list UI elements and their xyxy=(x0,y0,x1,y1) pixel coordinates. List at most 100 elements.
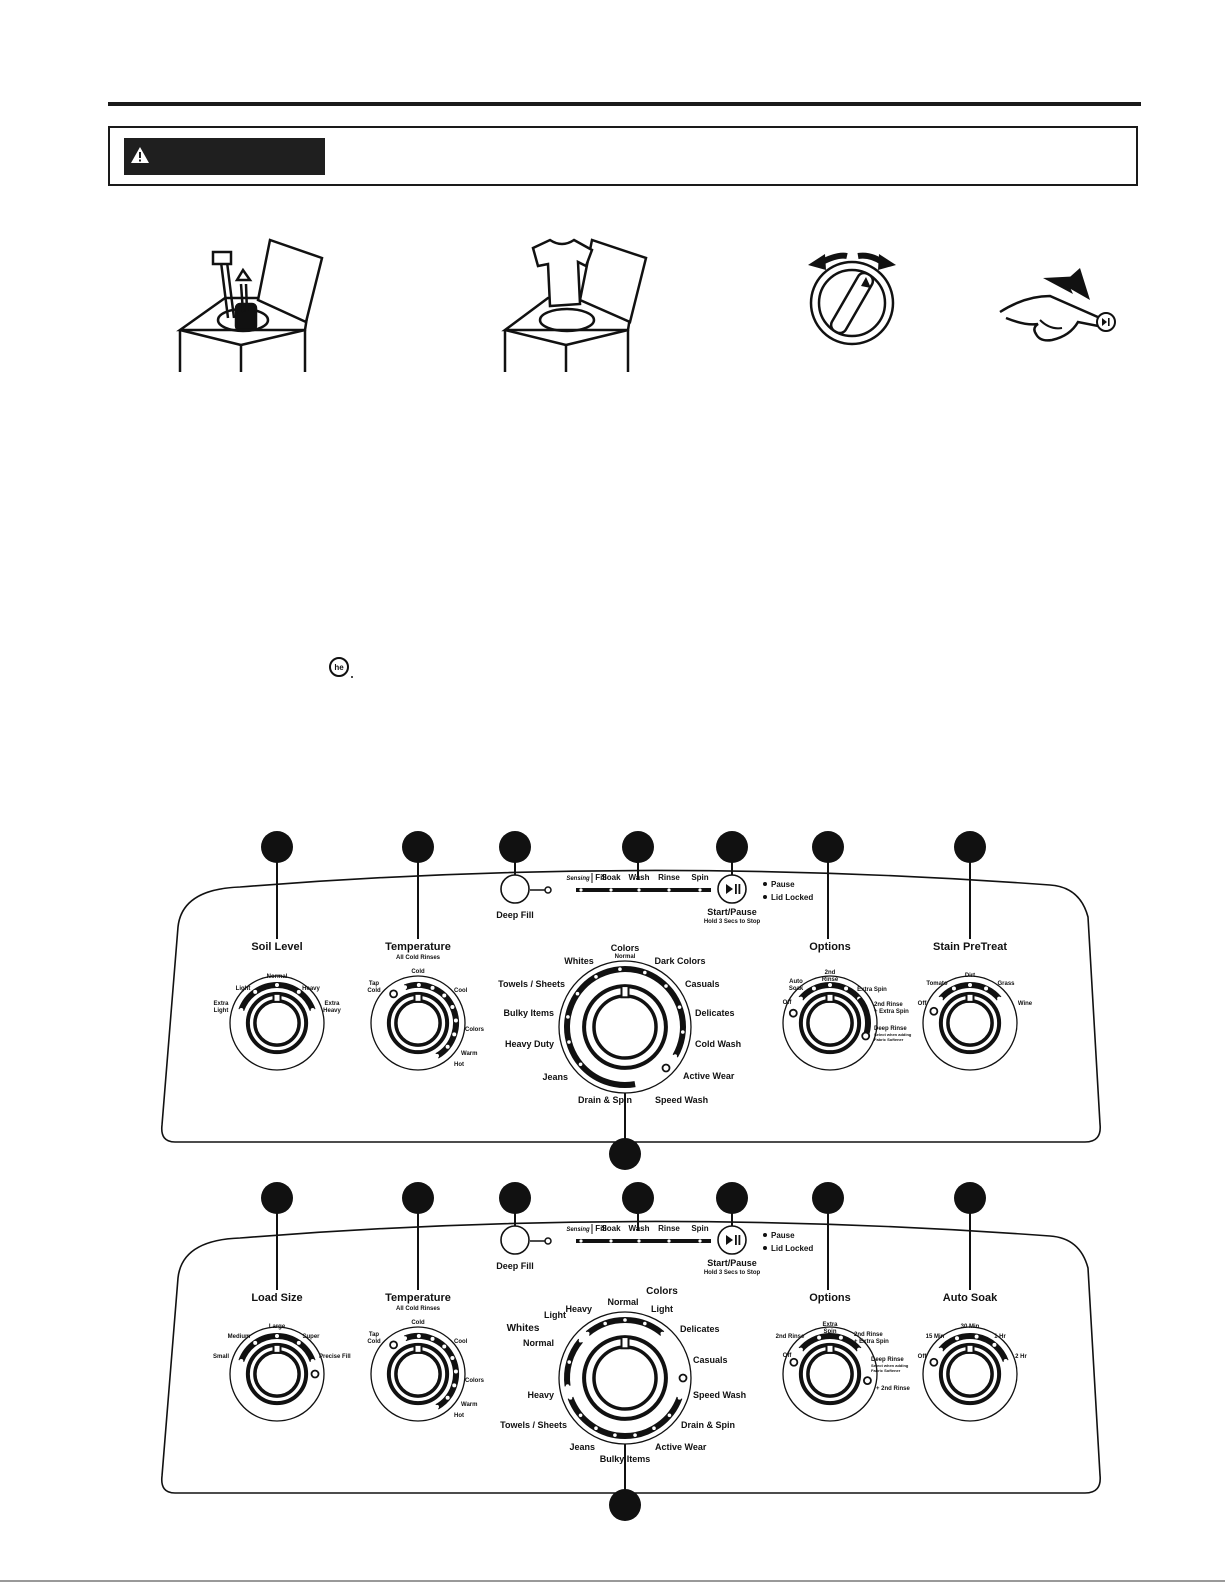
stain-dot xyxy=(938,996,943,1001)
temperature-dot xyxy=(442,1344,447,1349)
cycle-bulky-items: Bulky Items xyxy=(600,1454,651,1464)
fifth-knob-pointer xyxy=(965,992,975,1003)
opt-auto-soak: Auto xyxy=(789,979,803,985)
cycle-heavy: Heavy xyxy=(527,1390,554,1400)
load-clothes-icon xyxy=(501,238,648,372)
cycle-delicates: Delicates xyxy=(695,1008,735,1018)
options-dot xyxy=(798,1347,803,1352)
temp-hot: Hot xyxy=(454,1413,464,1419)
cycle-dot xyxy=(566,1015,570,1019)
top-rule xyxy=(108,102,1141,106)
callout-deep-fill xyxy=(499,1182,531,1214)
temp-cool: Cool xyxy=(454,1339,468,1345)
soil-level-knob-cap xyxy=(253,999,301,1047)
warning-badge xyxy=(124,138,325,175)
autosoak-dot xyxy=(938,1347,943,1352)
warning-box xyxy=(108,126,1138,186)
soil-extra-heavy: Extra xyxy=(324,1001,340,1007)
cycle-speed-wash-dot xyxy=(661,1063,671,1073)
opt-2nd-extra: + Extra Spin xyxy=(854,1339,889,1345)
temp-colors: Colors xyxy=(465,1027,485,1033)
callout-knob-5 xyxy=(954,1182,986,1214)
callout-knob-1 xyxy=(261,831,293,863)
fifth-knob-cap xyxy=(946,1350,994,1398)
press-start-icon xyxy=(999,268,1116,342)
status-bar xyxy=(576,1239,711,1243)
cycle-dot xyxy=(567,1040,571,1044)
autosoak-off-dot xyxy=(929,1357,939,1367)
opt-2nd-extra: 2nd Rinse xyxy=(854,1332,883,1338)
options-knob-cap xyxy=(806,1350,854,1398)
cycle-towels-sheets: Towels / Sheets xyxy=(498,979,565,989)
cycle-dot xyxy=(567,1360,572,1364)
cycle-heavy: Heavy xyxy=(565,1304,592,1314)
stain-dot xyxy=(951,986,956,991)
stain-off-dot xyxy=(929,1006,939,1016)
cycle-dot xyxy=(643,1321,647,1326)
deep-fill-label: Deep Fill xyxy=(496,1261,534,1271)
cycle-dot xyxy=(594,974,598,979)
stain-dirt: Dirt xyxy=(965,973,975,979)
status-dot xyxy=(609,1239,613,1243)
start-hold-label: Hold 3 Secs to Stop xyxy=(704,919,761,925)
cycle-casuals: Casuals xyxy=(693,1355,728,1365)
temp-cold: Cold xyxy=(411,1320,425,1326)
options-dot xyxy=(811,986,816,991)
status-dot xyxy=(667,1239,671,1243)
temp-hot: Hot xyxy=(454,1062,464,1068)
cycle-jeans: Jeans xyxy=(569,1442,595,1452)
cycle-normal: Normal xyxy=(607,1297,638,1307)
status-dot xyxy=(637,888,641,892)
start-hold-label: Hold 3 Secs to Stop xyxy=(704,1270,761,1276)
load-size-dot xyxy=(310,1359,315,1364)
cycle-speed-wash: Speed Wash xyxy=(655,1095,708,1105)
temp-tap-cold: Tap xyxy=(369,981,380,987)
temp-colors: Colors xyxy=(465,1378,485,1384)
cycle-dot xyxy=(565,1384,570,1388)
cycle-dot xyxy=(613,1433,617,1437)
cycle-dot xyxy=(667,1413,672,1418)
cycle-dot xyxy=(578,1413,583,1418)
cycle-dot xyxy=(633,1433,637,1437)
deep-fill-button[interactable] xyxy=(500,874,530,904)
cycle-knob-pointer xyxy=(620,985,630,999)
cycle-dot xyxy=(664,984,668,988)
cycle-group-colors: Colors xyxy=(646,1286,678,1297)
options-label: Options xyxy=(809,1292,851,1304)
pause-icon xyxy=(738,1235,741,1245)
pause-icon xyxy=(738,884,741,894)
opt-2nd-extra: + Extra Spin xyxy=(874,1009,909,1015)
status-rinse: Rinse xyxy=(658,1224,680,1233)
temperature-tap-cold-dot xyxy=(389,1340,398,1350)
deep-fill-button[interactable] xyxy=(500,1225,530,1255)
soil-extra-heavy: Heavy xyxy=(323,1008,341,1014)
load-size-knob-cap xyxy=(253,1350,301,1398)
opt-off: Off xyxy=(783,1353,793,1359)
stain-pretreat-label: Stain PreTreat xyxy=(933,941,1007,953)
temperature-dot xyxy=(430,985,435,990)
svg-text:he: he xyxy=(334,663,344,672)
stain-tomato: Tomato xyxy=(926,981,948,987)
stain-dot xyxy=(968,983,972,987)
autosoak-dot xyxy=(974,1334,979,1339)
callout-cycle xyxy=(609,1489,641,1521)
cycle-colors: Colors xyxy=(611,943,640,953)
temperature-dot xyxy=(442,993,447,998)
temp-tap-cold: Cold xyxy=(367,988,381,994)
opt-deep-rinse-sub: Select when adding xyxy=(874,1032,912,1037)
cycle-speed-wash: Speed Wash xyxy=(693,1390,746,1400)
detergent-dispenser-icon xyxy=(176,238,324,372)
start-pause-label: Start/Pause xyxy=(707,907,757,917)
cycle-dot xyxy=(652,1426,656,1431)
opt-deep-rinse: Deep Rinse xyxy=(874,1026,907,1032)
status-fill: Fill xyxy=(595,873,607,882)
temperature-dot xyxy=(445,1044,450,1049)
pause-label: Pause xyxy=(771,880,795,889)
opt-auto-soak: Soak xyxy=(789,986,804,992)
cycle-dot xyxy=(623,1318,627,1322)
load-size-label: Load Size xyxy=(251,1292,302,1304)
cycle-dot xyxy=(673,1054,678,1058)
